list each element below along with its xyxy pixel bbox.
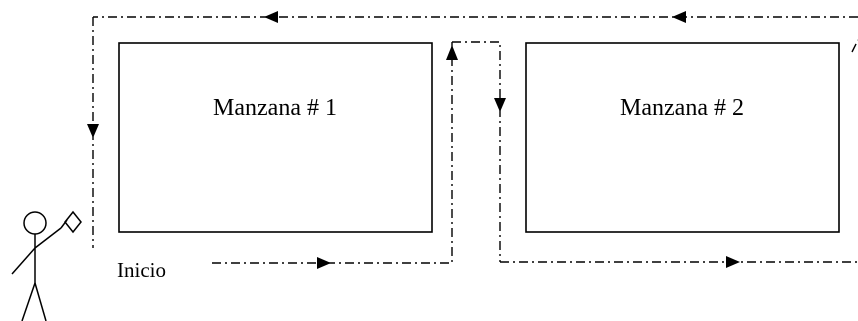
block-1: Manzana # 1 — [118, 42, 433, 233]
arrow-icon — [317, 257, 331, 269]
block-2-rect — [525, 42, 840, 233]
arrow-icon — [264, 11, 278, 23]
block-1-label: Manzana # 1 — [213, 95, 337, 121]
block-2: Manzana # 2 — [525, 42, 840, 233]
person-icon — [11, 211, 62, 321]
route-segment-gap-top — [452, 41, 501, 262]
route-segment-right-edge — [851, 39, 858, 53]
arrow-icon — [672, 11, 686, 23]
arrow-icon — [87, 124, 99, 138]
route-segment-bottom-1 — [212, 42, 453, 264]
flag-icon — [60, 210, 82, 234]
route-arrows — [87, 11, 740, 269]
arrow-icon — [726, 256, 740, 268]
arrow-icon — [494, 98, 506, 112]
block-2-label: Manzana # 2 — [620, 95, 744, 121]
block-1-rect — [118, 42, 433, 233]
start-label: Inicio — [117, 258, 166, 282]
arrow-icon — [446, 45, 458, 60]
